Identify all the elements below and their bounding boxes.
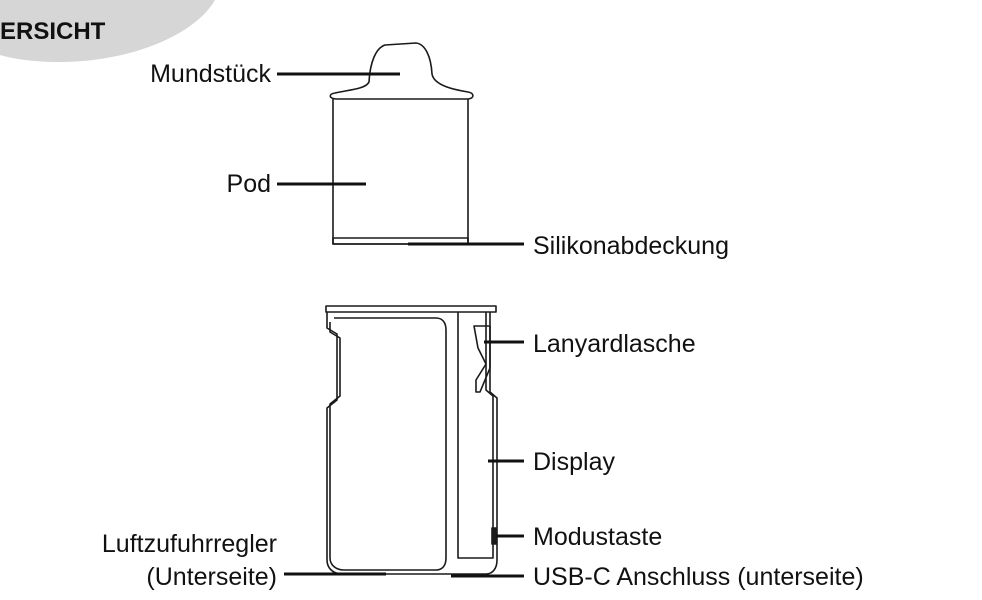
- label-airflow-regulator-line1: Luftzufuhrregler: [101, 530, 277, 558]
- label-silicone-cover: Silikonabdeckung: [533, 232, 729, 260]
- header-tab-background: [0, 0, 215, 62]
- device-top-cap: [325, 305, 497, 313]
- label-display: Display: [533, 448, 615, 476]
- label-lanyard-tab: Lanyardlasche: [533, 330, 696, 358]
- lanyard-tab-shape: [473, 325, 491, 393]
- label-pod: Pod: [226, 170, 271, 198]
- device-main-body: [326, 312, 498, 575]
- mouthpiece-shape: [329, 42, 474, 100]
- silicone-cover-band: [332, 237, 469, 245]
- label-airflow-regulator-line2: (Unterseite): [146, 563, 277, 591]
- section-title: ERSICHT: [0, 18, 106, 45]
- device-left-panel: [329, 317, 447, 571]
- label-mode-button: Modustaste: [533, 523, 663, 551]
- device-illustration: [325, 305, 498, 575]
- mode-button-shape: [491, 527, 497, 545]
- label-usb-c-port: USB-C Anschluss (unterseite): [533, 563, 864, 591]
- device-right-column: [457, 312, 494, 559]
- pod-illustration: [329, 42, 474, 245]
- pod-body-shape: [332, 99, 469, 245]
- label-mouthpiece: Mundstück: [150, 60, 271, 88]
